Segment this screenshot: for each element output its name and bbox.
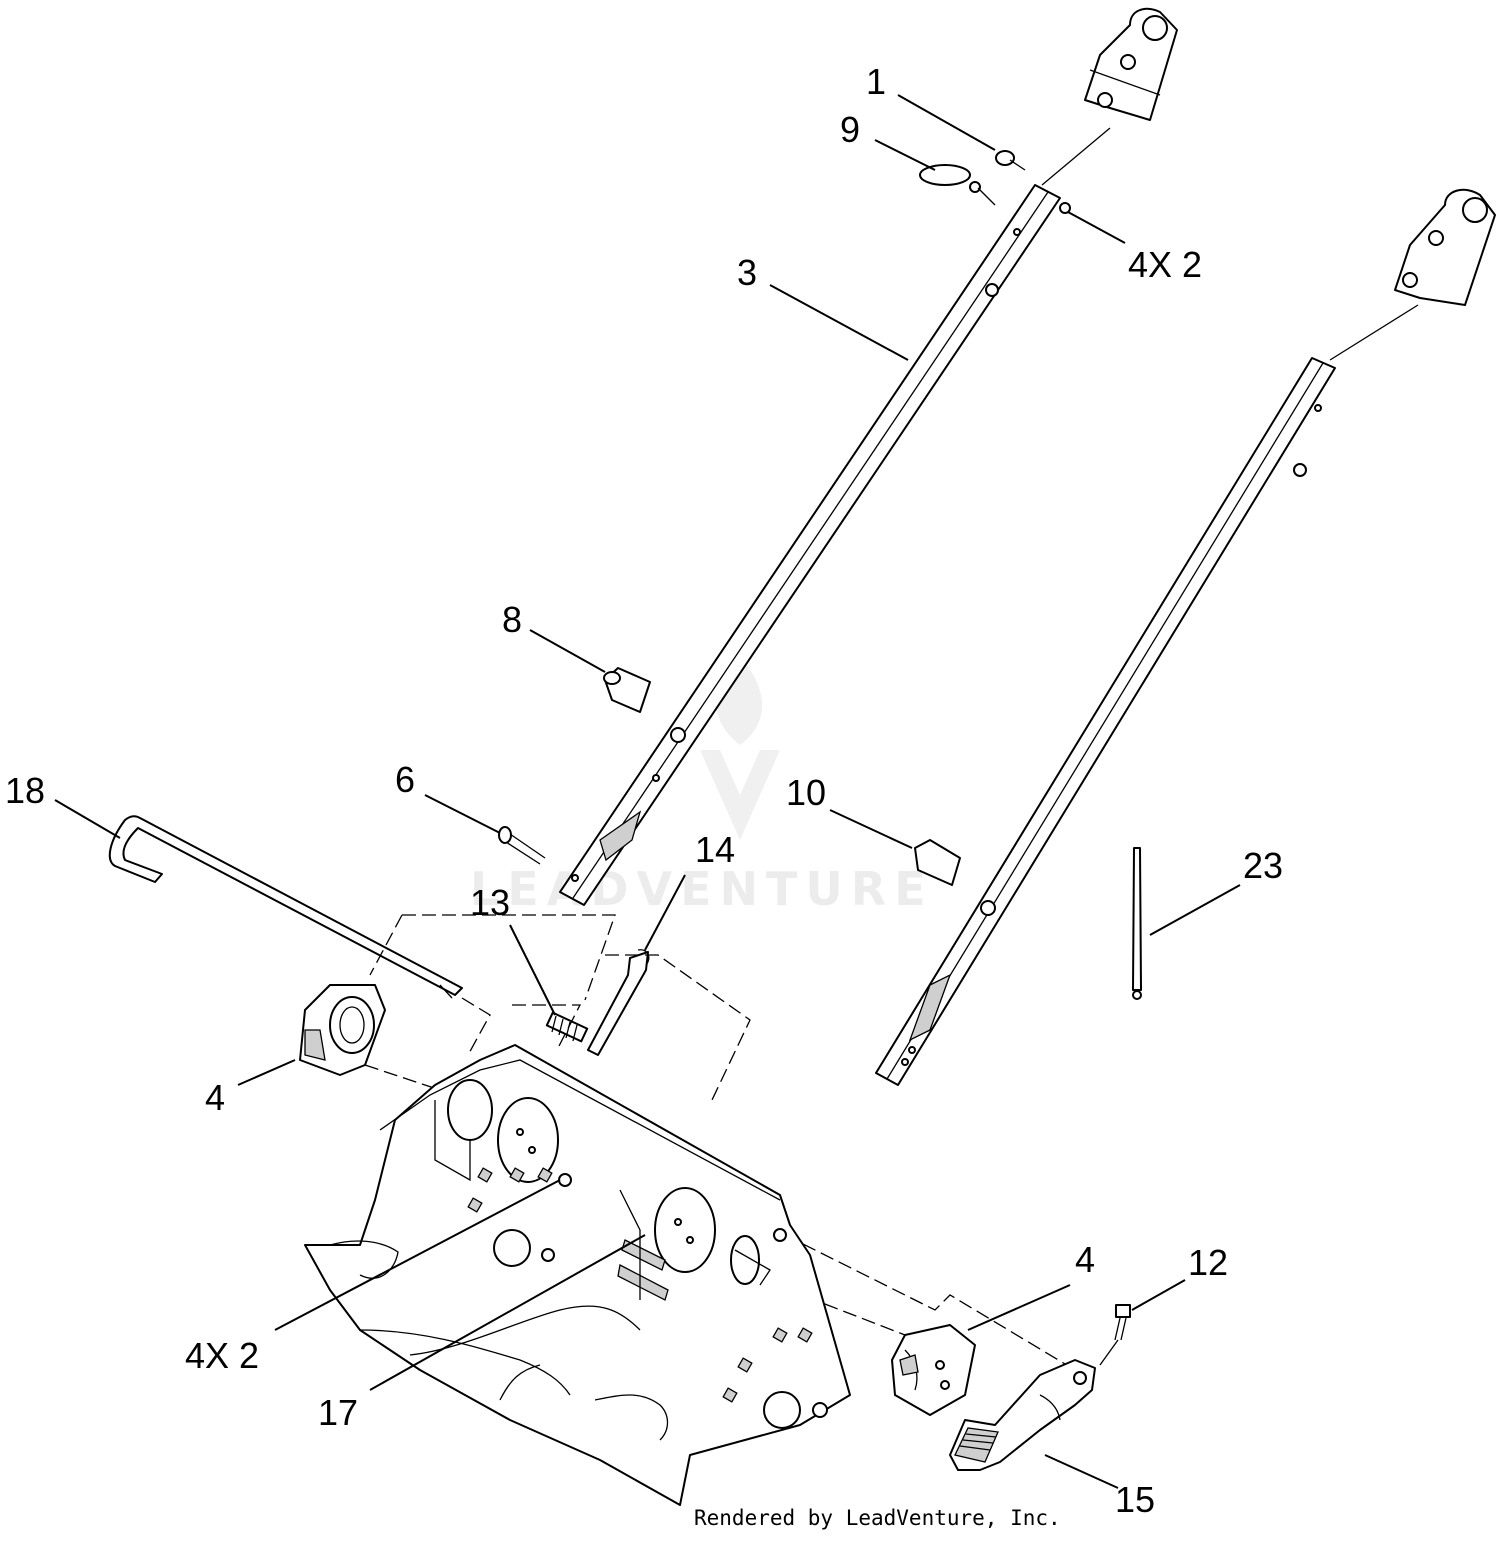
callout-18: 18 <box>5 770 45 811</box>
callout-leader-lines <box>54 94 1241 1489</box>
handle-tube-right <box>875 357 1336 1086</box>
callout-labels: 1 9 4X 2 3 8 6 10 18 14 13 23 4 4 12 4X … <box>5 61 1283 1520</box>
clip-part-10 <box>914 839 961 886</box>
pin-and-ring <box>919 150 1071 214</box>
handle-grip-upper-right <box>1329 188 1496 361</box>
callout-13: 13 <box>470 882 510 923</box>
callout-6: 6 <box>395 759 415 800</box>
bracket-part-14 <box>587 949 650 1056</box>
screw-part-12 <box>1099 1304 1131 1366</box>
rod-part-18 <box>108 815 463 999</box>
watermark-text: LEADVENTURE <box>470 862 934 916</box>
callout-3: 3 <box>737 252 757 293</box>
callout-23: 23 <box>1243 845 1283 886</box>
callout-4x2-lower: 4X 2 <box>185 1335 259 1376</box>
bushing-left-part-4 <box>299 984 386 1076</box>
callout-10: 10 <box>786 772 826 813</box>
handle-grip-upper-left <box>1041 7 1178 186</box>
callout-4-right: 4 <box>1075 1239 1095 1280</box>
mower-frame-part-17 <box>304 1044 851 1506</box>
callout-17: 17 <box>318 1392 358 1433</box>
callout-8: 8 <box>502 599 522 640</box>
callout-12: 12 <box>1188 1242 1228 1283</box>
callout-1: 1 <box>866 61 886 102</box>
callout-4x2-upper: 4X 2 <box>1128 244 1202 285</box>
callout-4-left: 4 <box>205 1077 225 1118</box>
cable-tie-part-23 <box>1132 847 1142 1000</box>
pedal-part-15 <box>949 1359 1096 1471</box>
handle-tube-left <box>559 184 1061 906</box>
footer-credit: Rendered by LeadVenture, Inc. <box>694 1506 1061 1530</box>
knob-part-8 <box>603 667 651 713</box>
callout-14: 14 <box>695 829 735 870</box>
callout-9: 9 <box>840 109 860 150</box>
spring-part-13 <box>545 1011 589 1043</box>
bolt-part-6 <box>498 826 546 865</box>
callout-15: 15 <box>1115 1479 1155 1520</box>
leadventure-watermark: LEADVENTURE <box>470 650 934 916</box>
bushing-right-part-4 <box>891 1324 976 1416</box>
